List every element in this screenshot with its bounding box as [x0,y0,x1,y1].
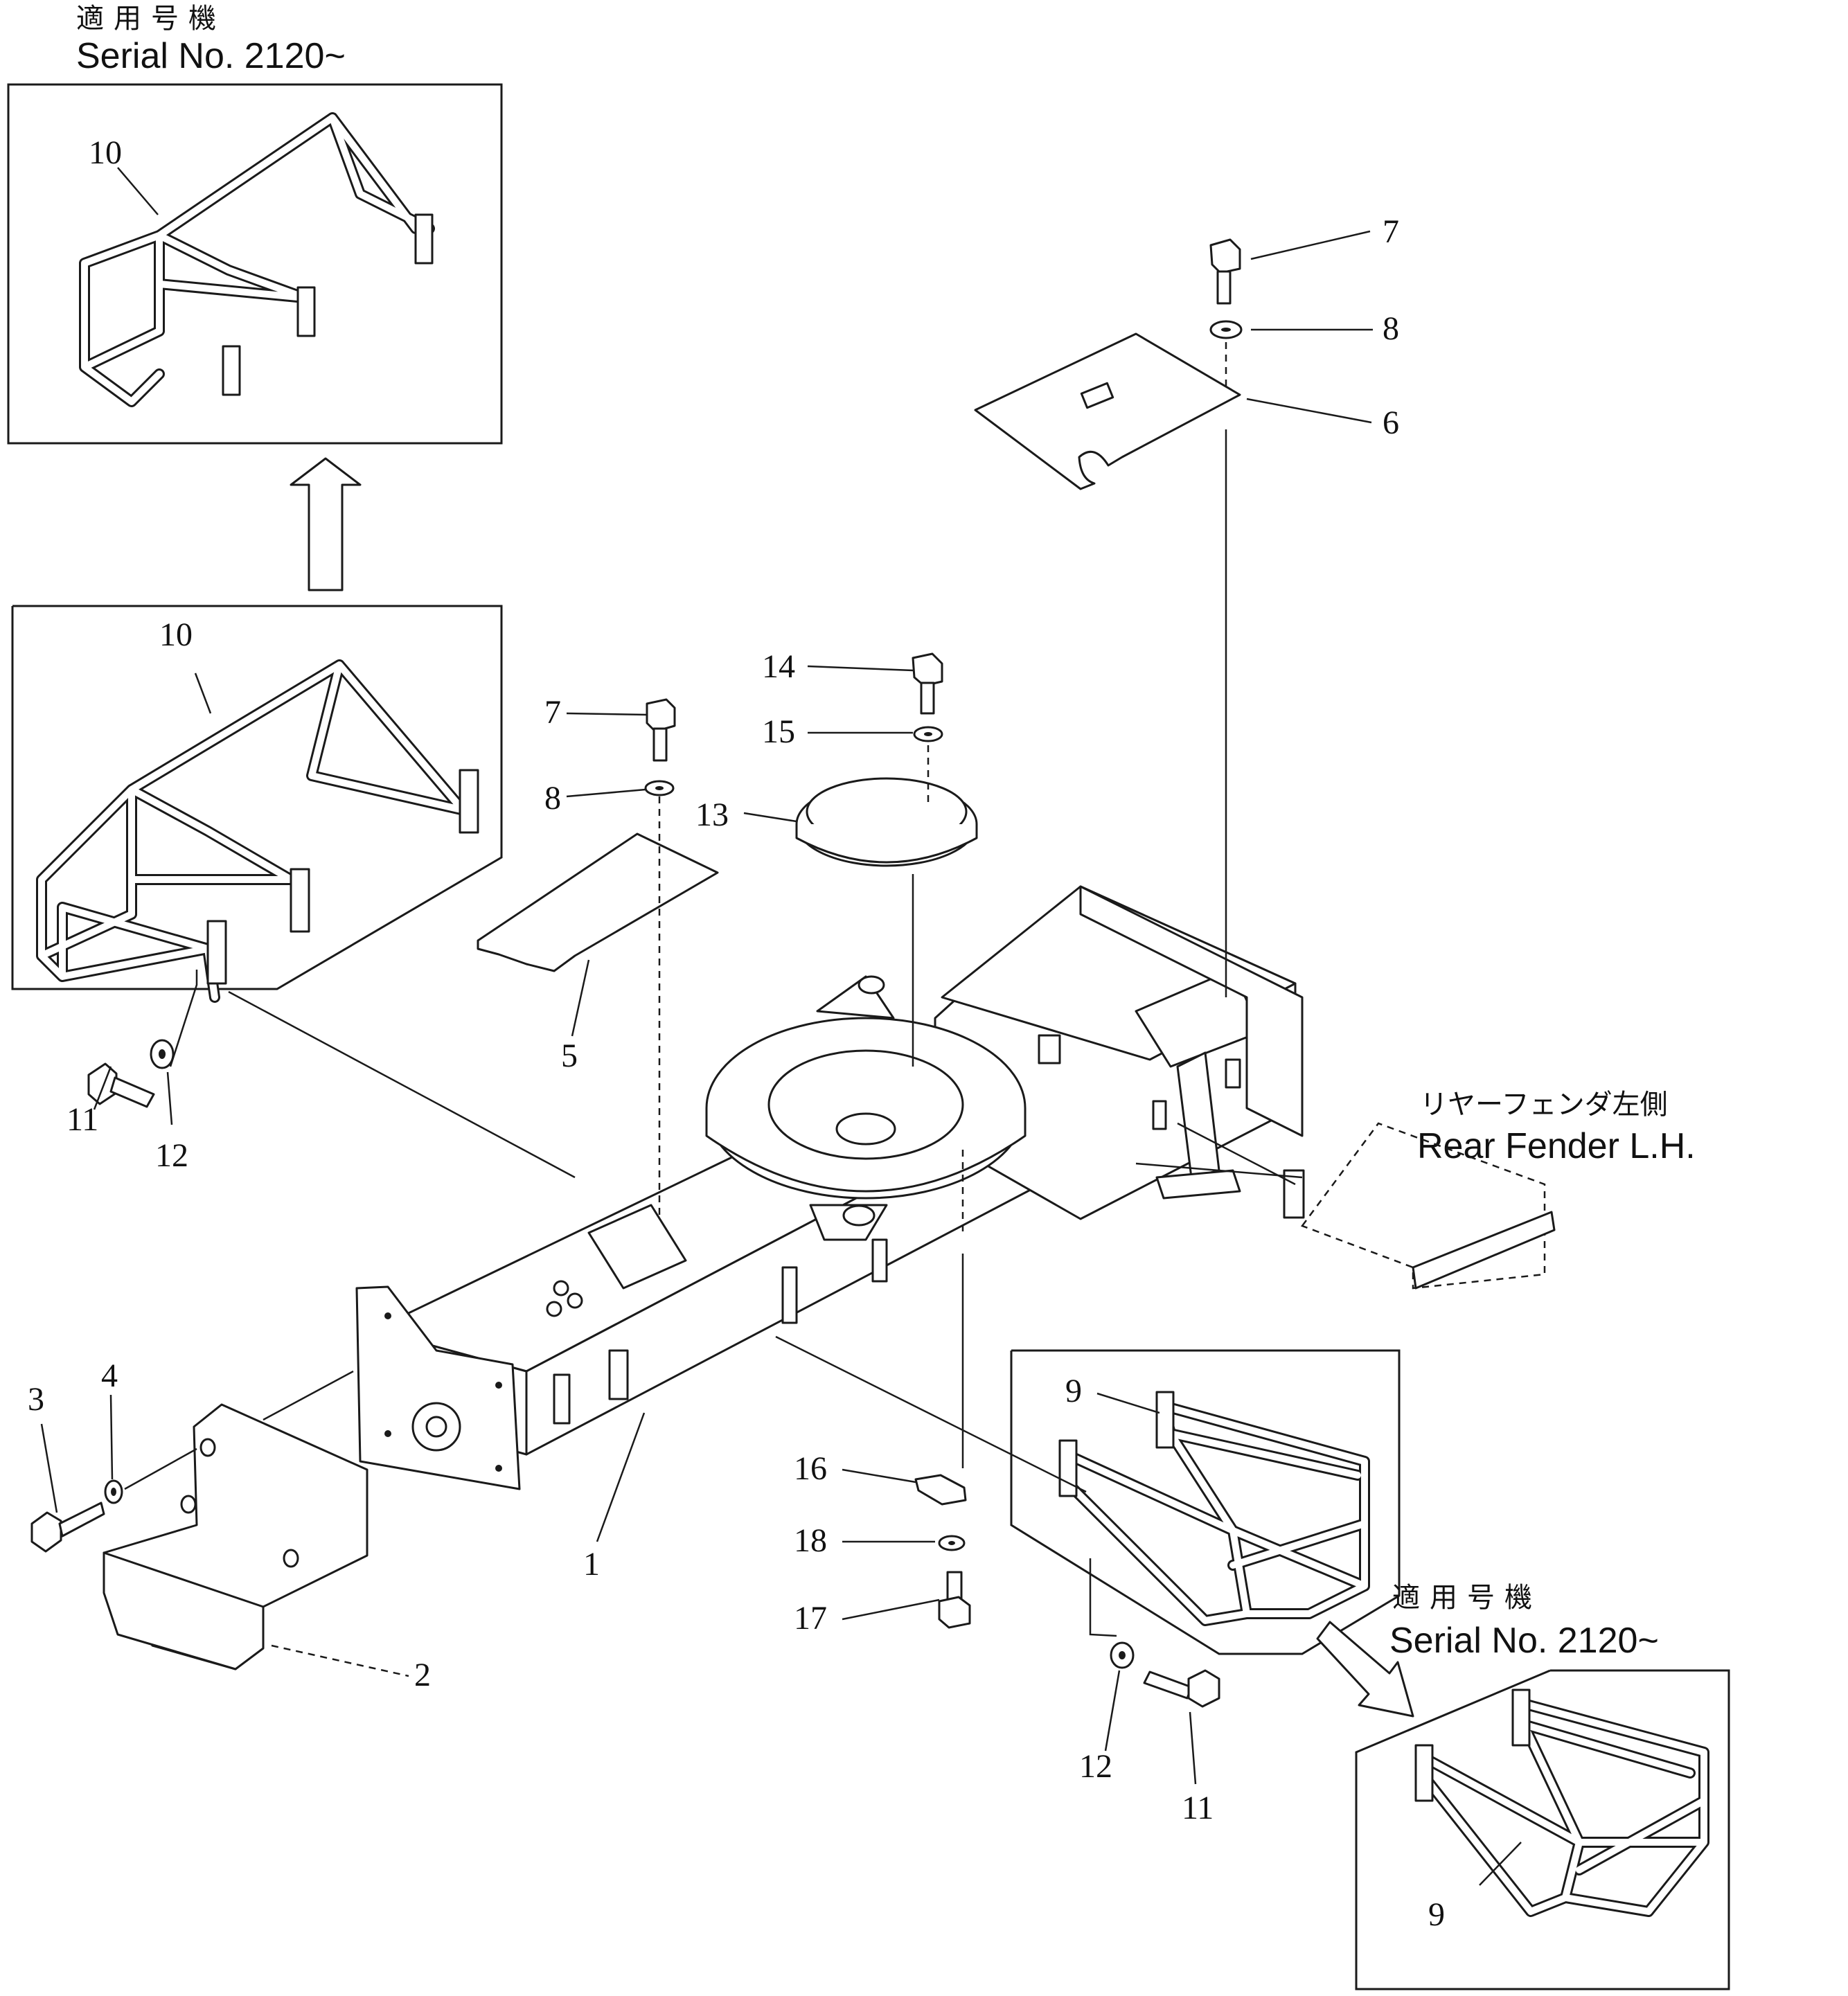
inset-handrail-10-new [7,83,503,445]
washer-8-right [1209,320,1243,339]
inset-handrail-9-new [1355,1669,1730,1990]
washer-12-right [1110,1641,1135,1669]
bolt-7-center [646,698,676,762]
bolt-11-left [87,1062,155,1108]
part-label-7-right: 7 [1383,213,1399,250]
rear-fender-en-text: Rear Fender L.H. [1417,1126,1696,1166]
part-label-3: 3 [28,1381,44,1418]
part-label-13: 13 [695,796,729,833]
washer-18 [938,1535,966,1551]
bolt-14 [912,652,943,715]
part-label-2: 2 [414,1657,431,1693]
part-label-16: 16 [794,1450,827,1487]
bottom-right-serial-text: Serial No. 2120~ [1389,1621,1659,1661]
washer-4 [104,1479,123,1504]
part-label-15: 15 [762,713,795,750]
rear-fender-jp-text: リヤーフェンダ左側 [1420,1089,1668,1121]
arrow-up-icon [290,457,362,591]
bolt-11-right [1143,1669,1220,1708]
part-label-6: 6 [1383,404,1399,441]
bracket-16 [914,1474,967,1506]
part-label-12-left: 12 [155,1137,188,1174]
part-label-8-center: 8 [544,780,561,817]
top-left-serial-text: Serial No. 2120~ [76,36,346,76]
part-label-9-middle: 9 [1065,1373,1082,1409]
part-label-7-center: 7 [544,694,561,731]
part-label-11-left: 11 [66,1101,98,1138]
main-frame [355,885,1304,1490]
bolt-3 [30,1502,105,1553]
part-label-8-right: 8 [1383,310,1399,347]
part-label-9-bottom: 9 [1428,1896,1445,1933]
part-label-1: 1 [583,1546,600,1583]
part-label-5: 5 [561,1037,578,1074]
top-left-applicable-machine-text: 適用号機 [76,3,226,35]
part-label-17: 17 [794,1600,827,1637]
part-label-12-right: 12 [1079,1748,1112,1785]
washer-12-left [150,1039,175,1069]
inset-handrail-10 [11,605,503,1003]
inset-handrail-9 [1010,1349,1401,1655]
part-label-11-right: 11 [1182,1790,1214,1826]
cover-5 [477,832,719,972]
ring-13 [795,777,978,867]
plate-6 [974,332,1241,490]
step-2 [103,1403,368,1670]
bolt-17 [938,1571,971,1629]
part-label-4: 4 [101,1357,118,1394]
part-label-14: 14 [762,648,795,685]
part-label-10-middle: 10 [159,616,193,653]
part-label-10-top: 10 [89,134,122,171]
washer-15 [913,726,943,742]
part-label-18: 18 [794,1522,827,1559]
rear-fender-lh [1283,1122,1556,1290]
washer-8-center [644,780,675,796]
bottom-right-applicable-machine-text: 適用号機 [1392,1582,1542,1614]
arrow-down-right-icon [1316,1621,1414,1718]
bolt-7-right [1209,238,1241,305]
